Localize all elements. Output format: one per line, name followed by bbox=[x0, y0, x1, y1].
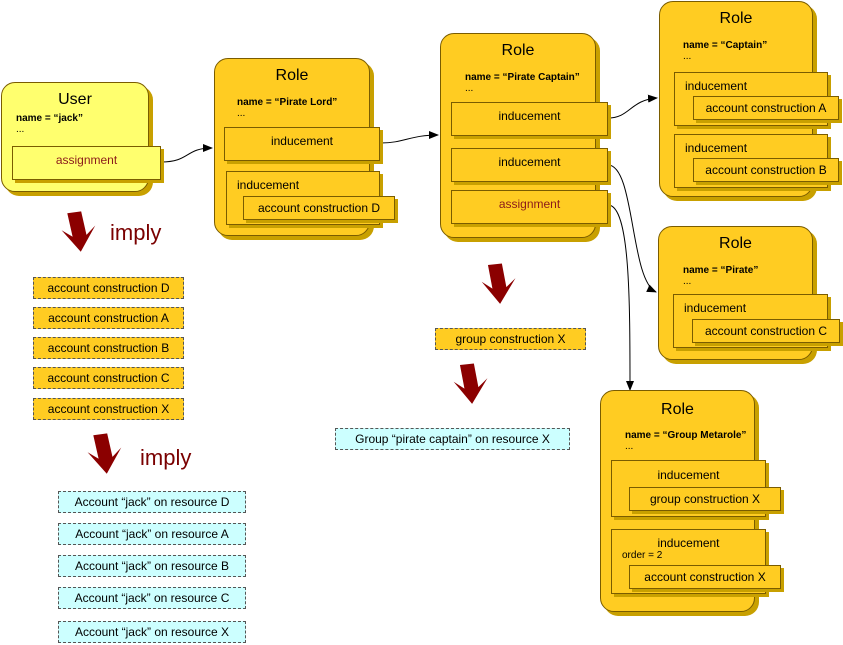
pirate-lord-inducement-1-label: inducement bbox=[270, 134, 334, 148]
pirate-inducement-label: inducement bbox=[684, 301, 747, 315]
construction-tag-b: account construction B bbox=[33, 337, 184, 359]
pirate-captain-title: Role bbox=[501, 42, 535, 59]
account-tag-x: Account “jack” on resource X bbox=[58, 621, 246, 643]
pirate-captain-inducement-1: inducement bbox=[451, 102, 608, 136]
arrow-captain-inducement2-to-pirate bbox=[607, 164, 657, 293]
captain-title: Role bbox=[719, 10, 753, 27]
user-assignment-box: assignment bbox=[12, 146, 161, 180]
captain-construction-b: account construction B bbox=[693, 158, 839, 182]
pirate-lord-name: name = “Pirate Lord” bbox=[237, 97, 338, 108]
user-title: User bbox=[58, 91, 92, 108]
metarole-dots: ... bbox=[625, 441, 634, 452]
captain-dots: ... bbox=[683, 51, 692, 62]
arrow-pirate-lord-to-pirate-captain bbox=[379, 131, 439, 144]
imply-arrow-4 bbox=[453, 363, 488, 404]
metarole-group-construction-x: group construction X bbox=[629, 487, 781, 511]
pirate-construction-c: account construction C bbox=[692, 319, 840, 343]
pirate-name: name = “Pirate” bbox=[683, 265, 759, 276]
imply-arrow-2 bbox=[87, 433, 122, 474]
pirate-lord-construction-d: account construction D bbox=[243, 196, 395, 220]
pirate-captain-dots: ... bbox=[465, 83, 474, 94]
metarole-account-construction-x: account construction X bbox=[629, 565, 781, 589]
pirate-captain-inducement-2: inducement bbox=[451, 148, 608, 182]
imply-label-1: imply bbox=[110, 220, 162, 245]
pirate-captain-assignment-label: assignment bbox=[498, 197, 561, 211]
arrow-captain-assignment-to-metarole bbox=[607, 204, 634, 391]
pirate-lord-title: Role bbox=[275, 67, 309, 84]
metarole-title: Role bbox=[661, 401, 694, 418]
pirate-lord-inducement-2-label: inducement bbox=[237, 178, 300, 192]
pirate-captain-assignment: assignment bbox=[451, 190, 608, 224]
captain-inducement-1-label: inducement bbox=[685, 79, 748, 93]
group-construction-tag: group construction X bbox=[435, 328, 586, 350]
metarole-inducement-2-label: inducement bbox=[657, 536, 720, 550]
account-tag-b: Account “jack” on resource B bbox=[58, 555, 246, 577]
account-tag-c: Account “jack” on resource C bbox=[58, 587, 246, 609]
arrow-user-to-pirate-lord bbox=[160, 144, 213, 163]
captain-inducement-2-label: inducement bbox=[685, 141, 748, 155]
imply-arrow-1 bbox=[61, 211, 96, 252]
user-assignment-label: assignment bbox=[55, 153, 118, 167]
metarole-name: name = “Group Metarole” bbox=[625, 430, 747, 441]
construction-tag-d: account construction D bbox=[33, 277, 184, 299]
account-tag-d: Account “jack” on resource D bbox=[58, 491, 246, 513]
user-name: name = “jack” bbox=[16, 113, 83, 124]
pirate-captain-name: name = “Pirate Captain” bbox=[465, 72, 580, 83]
pirate-lord-inducement-1: inducement bbox=[224, 127, 380, 161]
captain-construction-a: account construction A bbox=[693, 96, 839, 120]
pirate-captain-inducement-1-label: inducement bbox=[498, 109, 561, 123]
arrow-captain-inducement-to-captain bbox=[607, 94, 658, 119]
group-result-tag: Group “pirate captain” on resource X bbox=[335, 428, 570, 450]
construction-tag-c: account construction C bbox=[33, 367, 184, 389]
pirate-dots: ... bbox=[683, 276, 692, 287]
pirate-captain-inducement-2-label: inducement bbox=[498, 155, 561, 169]
pirate-lord-dots: ... bbox=[237, 108, 246, 119]
metarole-inducement-1-label: inducement bbox=[657, 468, 720, 482]
account-tag-a: Account “jack” on resource A bbox=[58, 523, 246, 545]
metarole-order: order = 2 bbox=[622, 550, 663, 561]
construction-tag-a: account construction A bbox=[33, 307, 184, 329]
imply-label-2: imply bbox=[140, 445, 192, 470]
captain-name: name = “Captain” bbox=[683, 40, 768, 51]
construction-tag-x: account construction X bbox=[33, 398, 184, 420]
user-dots: ... bbox=[16, 124, 25, 135]
imply-arrow-3 bbox=[481, 263, 516, 304]
pirate-title: Role bbox=[719, 235, 752, 252]
